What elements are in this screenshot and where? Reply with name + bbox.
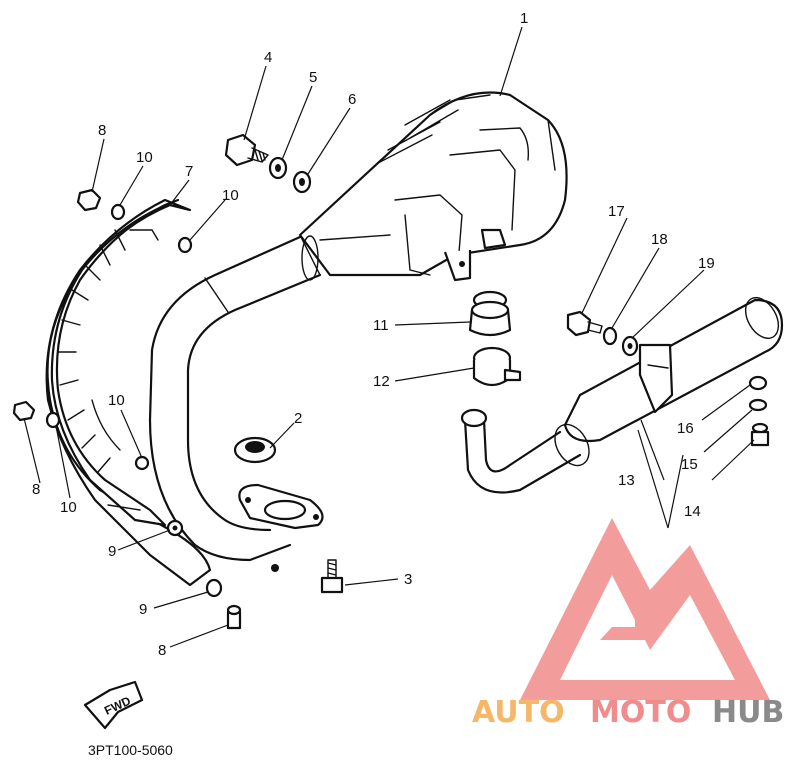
silencer: [460, 297, 784, 494]
label-part-8-bottom: 8: [158, 642, 166, 659]
fwd-arrow: FWD: [83, 680, 144, 730]
label-part-8-left: 8: [32, 481, 40, 498]
label-part-2: 2: [294, 410, 302, 427]
label-part-13: 13: [618, 472, 635, 489]
label-part-14: 14: [684, 503, 701, 520]
watermark-hub: HUB: [712, 695, 784, 730]
label-part-9: 9: [108, 543, 116, 560]
bolt-17: [566, 310, 603, 337]
bolt-3: [320, 559, 344, 594]
label-part-10-left: 10: [60, 499, 77, 516]
washer-10-left: [45, 411, 61, 429]
label-part-18: 18: [651, 231, 668, 248]
label-part-11: 11: [373, 317, 389, 334]
gasket-2: [233, 436, 277, 464]
automotohub-logo: [520, 518, 770, 700]
label-part-3: 3: [404, 571, 412, 588]
label-part-19: 19: [698, 255, 715, 272]
nut-16: [748, 375, 768, 391]
washer-10-low: [134, 455, 150, 471]
nut-8-top: [76, 188, 102, 212]
label-part-16: 16: [677, 420, 694, 437]
heat-shield: [45, 198, 212, 587]
watermark-moto: MOTO: [590, 695, 691, 730]
label-part-6: 6: [348, 91, 356, 108]
label-part-10: 10: [136, 149, 153, 166]
washer-15: [748, 398, 768, 412]
bolt-8-bottom: [226, 604, 242, 630]
label-part-17: 17: [608, 203, 625, 220]
clamp-12: [472, 346, 522, 387]
bolt-14: [750, 422, 770, 447]
label-part-5: 5: [309, 69, 317, 86]
washer-9: [205, 578, 223, 598]
label-part-10-mid: 10: [222, 187, 239, 204]
label-part-15: 15: [681, 456, 698, 473]
label-part-4: 4: [264, 49, 272, 66]
washer-10-top: [110, 203, 126, 221]
bolt-4: [224, 133, 269, 167]
part-labels: 1 2 3 4 5 6 7 8 9 10 11 12 13 14 15 16 1…: [32, 10, 715, 659]
watermark-auto: AUTO: [472, 695, 565, 730]
washer-18: [602, 326, 618, 346]
label-part-8: 8: [98, 122, 106, 139]
grommet-11: [468, 290, 512, 337]
label-part-9-bottom: 9: [139, 601, 147, 618]
diagram-code: 3PT100-5060: [88, 742, 173, 758]
leader-lines: [23, 26, 755, 648]
label-part-10-low: 10: [108, 392, 125, 409]
washer-10-mid: [177, 236, 193, 254]
label-part-7: 7: [185, 163, 193, 180]
nut-8-left: [12, 400, 36, 422]
label-part-1: 1: [520, 10, 528, 27]
label-part-12: 12: [373, 373, 390, 390]
main-muffler: [148, 91, 568, 572]
